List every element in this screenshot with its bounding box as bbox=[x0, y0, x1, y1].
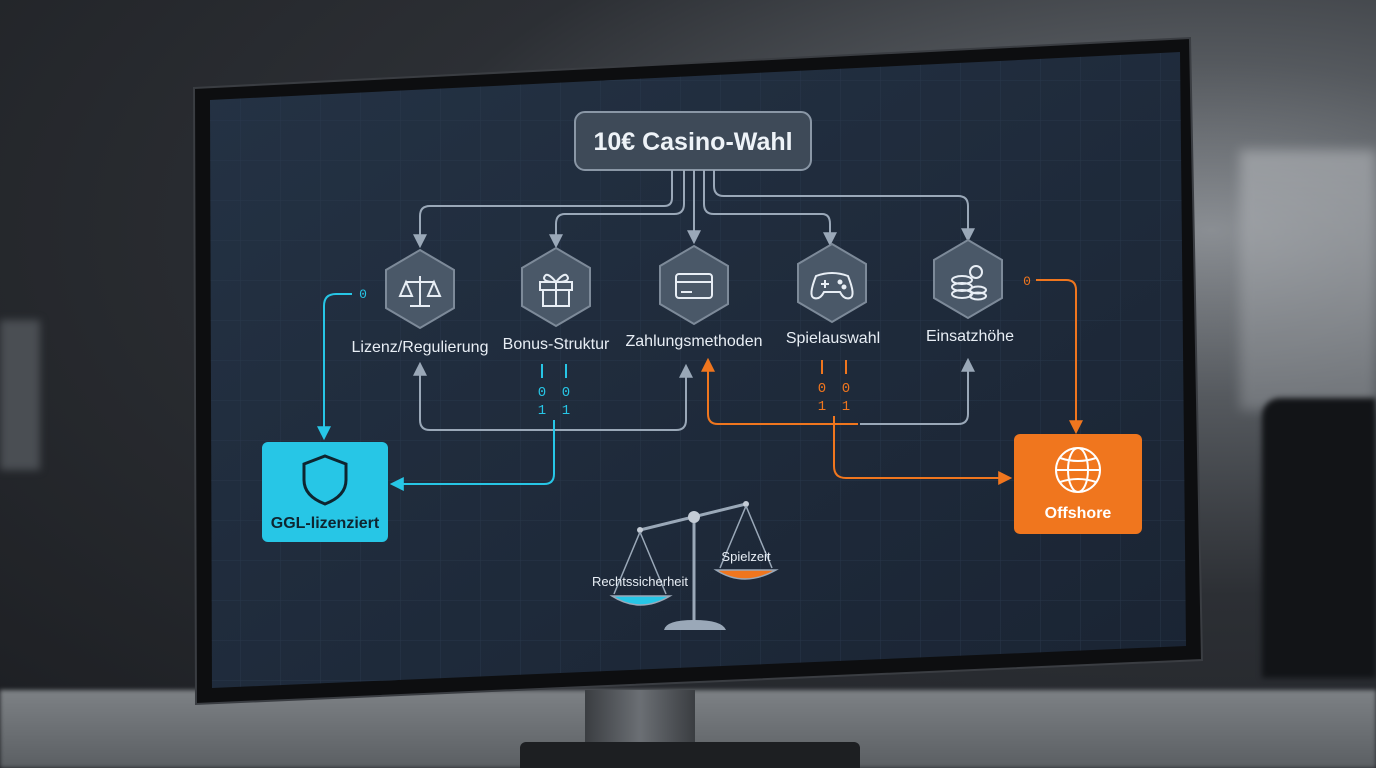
binary-digit: 0 bbox=[538, 385, 546, 401]
gamepad-icon bbox=[810, 272, 854, 300]
balance-pan-right bbox=[713, 569, 779, 580]
outcome-ggl-label: GGL-lizenziert bbox=[271, 515, 380, 532]
root-node-label: 10€ Casino-Wahl bbox=[593, 128, 792, 156]
binary-bonus: 0 0 1 1 bbox=[538, 364, 570, 419]
binary-spiel: 0 0 1 1 bbox=[818, 360, 850, 415]
balance-left-label: Rechtssicherheit bbox=[592, 574, 688, 589]
shield-icon bbox=[302, 454, 348, 506]
criterion-zahlung-label: Zahlungsmethoden bbox=[626, 333, 763, 350]
globe-icon bbox=[1055, 447, 1101, 493]
binary-digit: 0 bbox=[818, 381, 826, 397]
screen-grid bbox=[210, 52, 1186, 688]
balance-right-label: Spielzeit bbox=[721, 549, 771, 564]
criterion-bonus[interactable]: Bonus-Struktur bbox=[503, 246, 610, 353]
balance-pan-left bbox=[609, 595, 673, 606]
outcome-ggl[interactable]: GGL-lizenziert bbox=[262, 442, 388, 542]
binary-digit: 1 bbox=[818, 399, 826, 415]
criterion-spiel-label: Spielauswahl bbox=[786, 330, 880, 347]
gift-icon bbox=[539, 273, 573, 307]
monitor-stand-base bbox=[520, 742, 860, 768]
cyan-connectors bbox=[317, 293, 555, 491]
binary-digit: 0 bbox=[842, 381, 850, 397]
background-chair bbox=[1262, 398, 1376, 678]
binary-digit: 1 bbox=[842, 399, 850, 415]
scales-icon bbox=[398, 276, 442, 307]
balance-scale: Rechtssicherheit Spielzeit bbox=[592, 501, 779, 630]
criterion-lizenz-label: Lizenz/Regulierung bbox=[352, 339, 489, 356]
criterion-einsatz-label: Einsatzhöhe bbox=[926, 328, 1014, 345]
background-shelf bbox=[0, 320, 40, 470]
criterion-einsatz[interactable]: Einsatzhöhe bbox=[926, 238, 1014, 345]
binary-digit: 1 bbox=[538, 403, 546, 419]
criterion-zahlung[interactable]: Zahlungsmethoden bbox=[626, 244, 763, 350]
root-connectors bbox=[413, 170, 975, 249]
outcome-offshore-label: Offshore bbox=[1045, 505, 1112, 522]
criterion-spiel[interactable]: Spielauswahl bbox=[786, 242, 880, 347]
coins-icon bbox=[951, 265, 987, 301]
outcome-offshore[interactable]: Offshore bbox=[1014, 434, 1142, 534]
background-window bbox=[1240, 150, 1376, 410]
port-label-right: 0 bbox=[1023, 274, 1031, 289]
port-label-left: 0 bbox=[359, 287, 367, 302]
criterion-lizenz[interactable]: Lizenz/Regulierung bbox=[352, 248, 489, 356]
binary-digit: 1 bbox=[562, 403, 570, 419]
root-node[interactable]: 10€ Casino-Wahl bbox=[574, 111, 812, 171]
criterion-bonus-label: Bonus-Struktur bbox=[503, 336, 610, 353]
binary-digit: 0 bbox=[562, 385, 570, 401]
orange-connectors bbox=[707, 279, 1083, 485]
credit-card-icon bbox=[675, 273, 713, 299]
